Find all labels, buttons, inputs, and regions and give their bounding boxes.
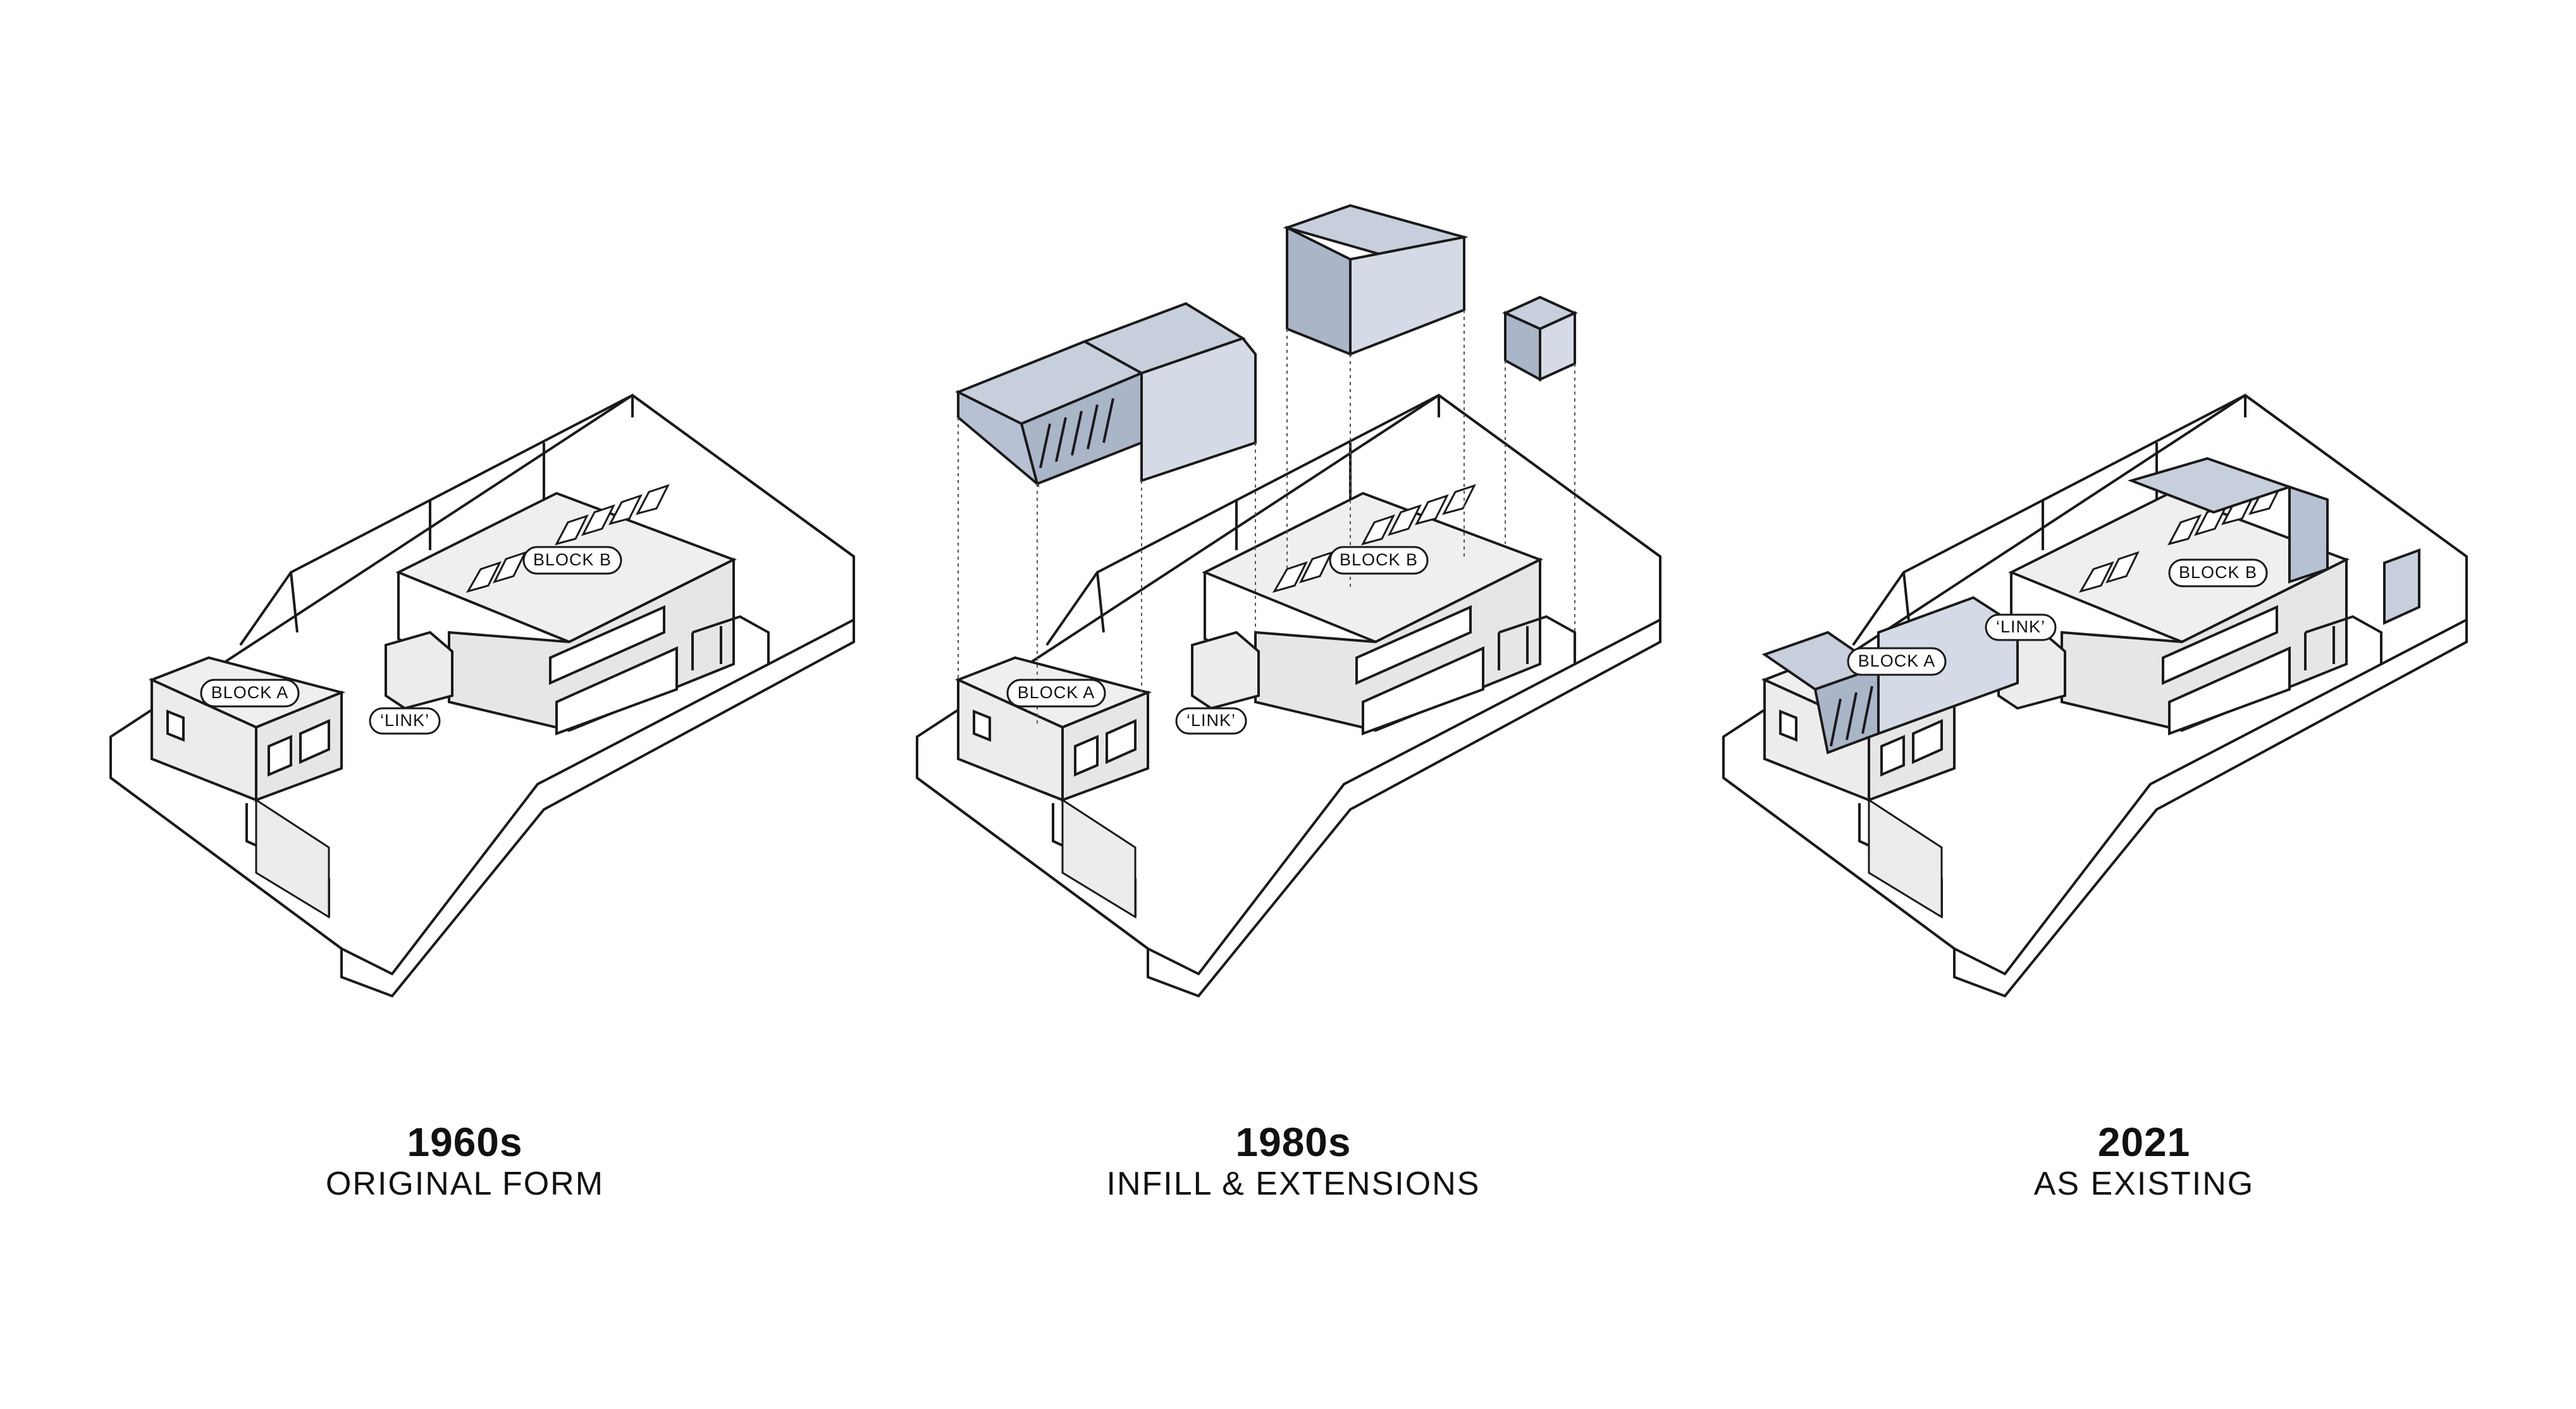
extension-volume-c	[1502, 295, 1578, 382]
extension-volume-a-fins	[1039, 398, 1114, 469]
svg-text:BLOCK B: BLOCK B	[1340, 550, 1418, 569]
svg-text:BLOCK A: BLOCK A	[1858, 651, 1936, 670]
panel-2021: BLOCK B BLOCK A ‘LINK’	[1722, 394, 2468, 997]
panel-1960s: BLOCK B BLOCK A ‘LINK’	[109, 394, 855, 997]
subtitle-label: INFILL & EXTENSIONS	[1106, 1166, 1481, 1202]
block-a-tag: BLOCK A	[1006, 679, 1106, 708]
caption-1960s: 1960s ORIGINAL FORM	[149, 1119, 781, 1203]
year-label: 2021	[2097, 1119, 2191, 1165]
subtitle-label: ORIGINAL FORM	[325, 1166, 605, 1202]
block-b-tag: BLOCK B	[1329, 546, 1429, 575]
svg-text:BLOCK A: BLOCK A	[1018, 683, 1095, 702]
link-tag: ‘LINK’	[1175, 707, 1247, 735]
extension-fins	[1830, 686, 1873, 747]
link-tag: ‘LINK’	[1985, 613, 2057, 641]
block-a-tag: BLOCK A	[200, 679, 300, 708]
subtitle-label: AS EXISTING	[2033, 1166, 2255, 1202]
svg-text:‘LINK’: ‘LINK’	[1996, 617, 2045, 636]
svg-text:‘LINK’: ‘LINK’	[380, 711, 429, 730]
caption-2021: 2021 AS EXISTING	[1828, 1119, 2460, 1203]
year-label: 1960s	[407, 1119, 523, 1165]
extension-volume-a	[955, 302, 1257, 488]
block-a-tag: BLOCK A	[1847, 647, 1947, 676]
panel-1980s: BLOCK B BLOCK A ‘LINK’	[916, 204, 1661, 997]
added-extensions	[1761, 457, 2420, 754]
svg-text:BLOCK B: BLOCK B	[533, 550, 612, 569]
caption-1980s: 1980s INFILL & EXTENSIONS	[977, 1119, 1610, 1203]
svg-text:BLOCK B: BLOCK B	[2179, 563, 2257, 582]
extension-volume-b	[1283, 204, 1469, 356]
link-tag: ‘LINK’	[369, 707, 441, 735]
svg-text:BLOCK A: BLOCK A	[211, 683, 289, 702]
block-b-tag: BLOCK B	[2168, 558, 2268, 588]
svg-text:‘LINK’: ‘LINK’	[1186, 711, 1236, 730]
year-label: 1980s	[1235, 1119, 1352, 1165]
block-b-tag: BLOCK B	[522, 546, 622, 575]
